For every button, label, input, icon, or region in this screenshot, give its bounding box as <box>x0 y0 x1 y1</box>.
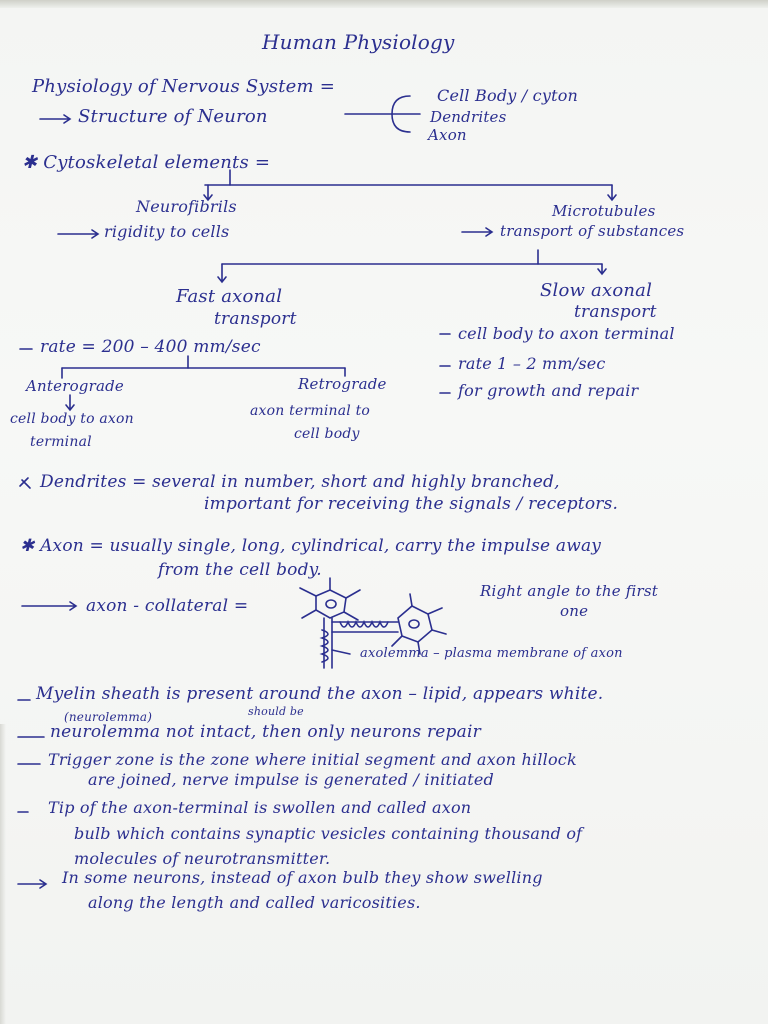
collateral-arrow <box>21 601 78 611</box>
retrograde-label: Retrograde <box>298 375 387 393</box>
anterograde-label: Anterograde <box>26 377 124 395</box>
microtubules-desc: transport of substances <box>500 222 685 240</box>
right-angle-note: Right angle to the first <box>480 582 659 600</box>
slow-point-1: cell body to axon terminal <box>458 324 675 343</box>
cytoskeletal-heading: ✱ Cytoskeletal elements = <box>22 152 271 173</box>
neuron-soma-right <box>397 605 433 643</box>
tip-line-2: bulb which contains synaptic vesicles co… <box>74 824 583 843</box>
slow-transport-title: Slow axonal <box>540 280 653 301</box>
page-title: Human Physiology <box>262 30 455 54</box>
varicose-arrow <box>17 879 48 889</box>
trigger-line-1: Trigger zone is the zone where initial s… <box>48 750 577 769</box>
anterograde-desc-2: terminal <box>30 434 92 450</box>
neuron-soma-left <box>315 589 347 619</box>
neuron-axon-vertical <box>323 617 333 669</box>
slow-point-3: for growth and repair <box>458 381 639 400</box>
neuron-nucleus-right <box>408 619 420 629</box>
right-angle-note-2: one <box>560 602 589 620</box>
axolemma-pointer <box>331 649 351 655</box>
axolemma-note: axolemma – plasma membrane of axon <box>360 646 623 661</box>
part-dendrites: Dendrites <box>430 108 507 126</box>
neuron-dendrite-lines <box>299 577 361 621</box>
tip-line-3: molecules of neurotransmitter. <box>74 849 331 868</box>
intro-arrow <box>39 114 72 124</box>
parts-bracket <box>391 95 411 133</box>
transport-right-drop <box>597 263 607 276</box>
neurolemma-label: (neurolemma) <box>64 710 153 724</box>
fast-transport-title-2: transport <box>214 309 297 329</box>
axon-collateral-label: axon - collateral = <box>86 596 249 616</box>
axon-line-2: from the cell body. <box>158 560 322 580</box>
neuron-axon-horizontal <box>331 621 399 633</box>
neurofibrils-label: Neurofibrils <box>136 197 237 216</box>
cyto-right-drop <box>607 184 617 202</box>
fast-rate: rate = 200 – 400 mm/sec <box>40 337 261 357</box>
microtubules-label: Microtubules <box>552 202 656 220</box>
should-be-note: should be <box>248 705 304 718</box>
neuron-myelin-coils <box>339 619 389 628</box>
neuron-structure-label: Structure of Neuron <box>78 106 268 127</box>
part-axon: Axon <box>428 126 467 144</box>
cytoskeletal-heading-text: Cytoskeletal elements = <box>43 152 271 173</box>
neurolemma-note: neurolemma not intact, then only neurons… <box>50 722 481 742</box>
axon-line-1-text: Axon = usually single, long, cylindrical… <box>40 536 602 556</box>
page-left-edge <box>0 724 6 1024</box>
tip-line-1: Tip of the axon-terminal is swollen and … <box>48 798 472 817</box>
neuron-right-dendrites <box>391 593 447 655</box>
nervous-system-heading: Physiology of Nervous System = <box>32 76 335 97</box>
neurofibrils-arrow <box>57 229 100 239</box>
part-cell-body: Cell Body / cyton <box>437 86 579 105</box>
neurofibrils-desc: rigidity to cells <box>104 222 230 241</box>
neuron-nucleus-left <box>325 599 337 609</box>
retrograde-desc-1: axon terminal to <box>250 403 371 419</box>
neuron-axon-vertical-coils <box>319 629 329 663</box>
axon-line-1: ✱ Axon = usually single, long, cylindric… <box>20 536 602 556</box>
page-top-edge <box>0 0 768 8</box>
myelin-note: Myelin sheath is present around the axon… <box>36 684 604 704</box>
varicose-line-1: In some neurons, instead of axon bulb th… <box>62 868 543 887</box>
retrograde-desc-2: cell body <box>294 426 360 442</box>
varicose-line-2: along the length and called varicosities… <box>88 893 421 912</box>
anterograde-desc-1: cell body to axon <box>10 411 134 427</box>
dendrites-bullet <box>19 477 31 489</box>
dendrites-line-1: Dendrites = several in number, short and… <box>40 472 560 492</box>
slow-transport-title-2: transport <box>574 302 657 322</box>
trigger-line-2: are joined, nerve impulse is generated /… <box>88 770 494 789</box>
fast-transport-title: Fast axonal <box>176 286 283 307</box>
antero-arrow <box>65 394 75 412</box>
slow-point-2: rate 1 – 2 mm/sec <box>458 354 606 373</box>
dendrites-line-2: important for receiving the signals / re… <box>204 494 619 514</box>
microtubules-arrow <box>461 227 494 237</box>
transport-left-drop <box>217 263 227 284</box>
